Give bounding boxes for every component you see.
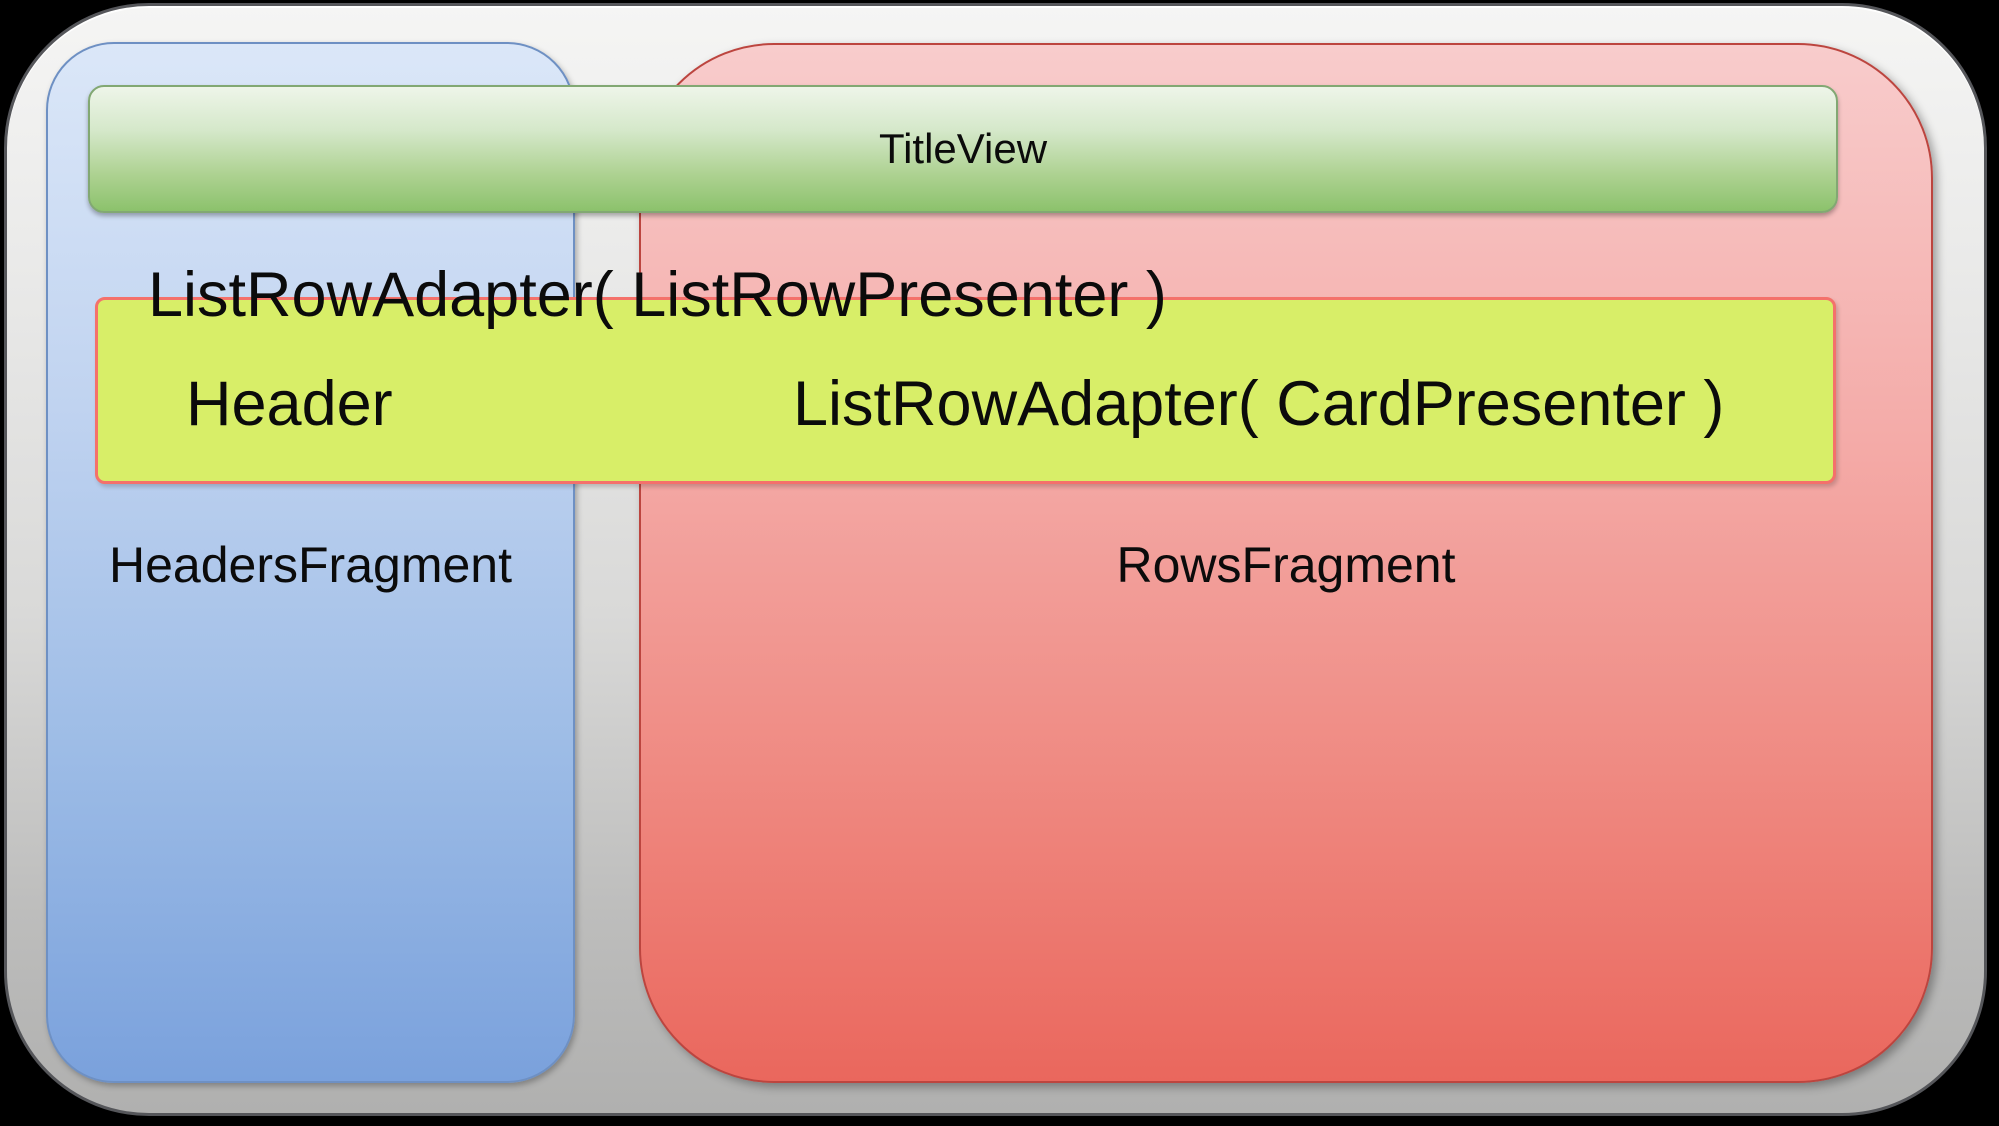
list-row-adapter-card-text: ListRowAdapter( CardPresenter ) (793, 369, 1725, 439)
title-view-label: TitleView (878, 125, 1048, 172)
title-view-bar: TitleView (88, 85, 1838, 213)
headers-fragment-label: HeadersFragment (109, 537, 512, 593)
headers-fragment-box (46, 42, 575, 1083)
rows-fragment-label: RowsFragment (1116, 537, 1456, 593)
list-row-adapter-presenter-text: ListRowAdapter( ListRowPresenter ) (148, 260, 1167, 330)
rows-fragment-box (639, 43, 1933, 1083)
list-row-box (95, 297, 1836, 484)
header-cell-label: Header (186, 369, 393, 439)
